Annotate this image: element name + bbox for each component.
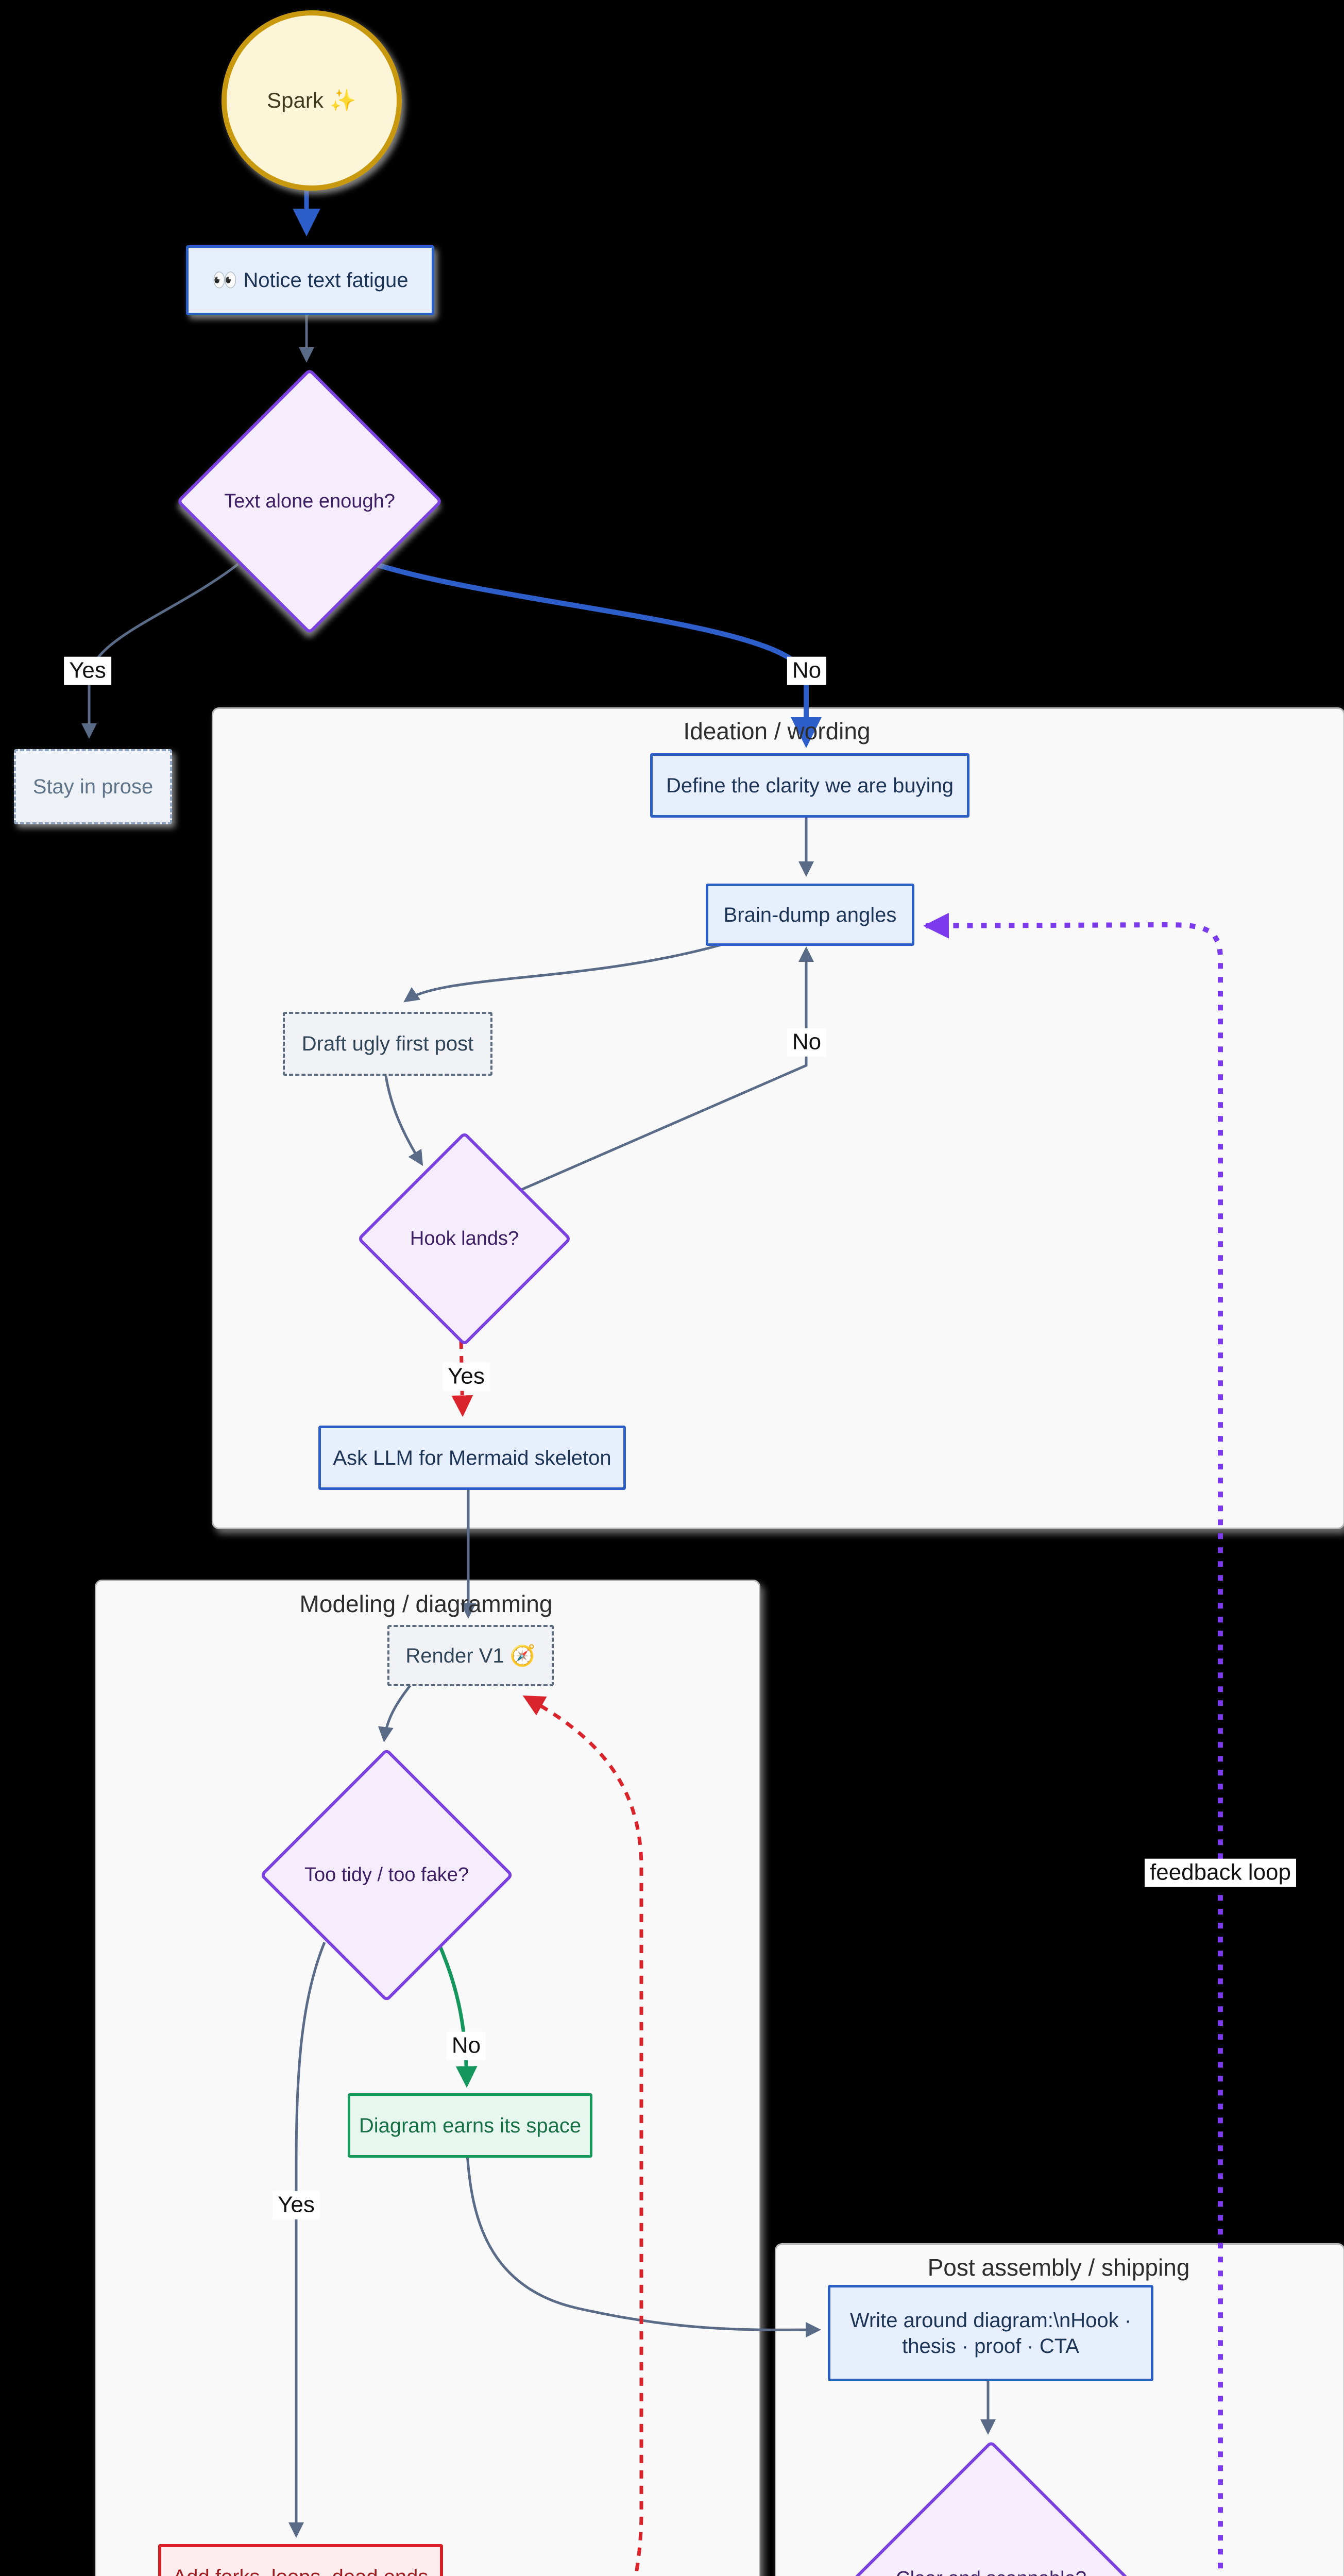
node-draft-ugly-first-post: Draft ugly first post <box>283 1012 492 1076</box>
subgraph-modeling-diagramming <box>95 1580 760 2576</box>
node-diagram-earns-label: Diagram earns its space <box>359 2114 582 2137</box>
edge-draft-ugly-to-hook-lands <box>384 1072 423 1166</box>
node-add-forks-loops: Add forks, loops, dead ends <box>158 2544 443 2576</box>
edge-text-alone-yes-to-stay-prose <box>81 563 239 739</box>
edge-hook-lands-no-to-brain-dump <box>520 946 814 1192</box>
edge-text-alone-no-to-define <box>374 562 822 748</box>
decision-hook-lands-label: Hook lands? <box>410 1228 519 1249</box>
node-ask-llm-label: Ask LLM for Mermaid skeleton <box>333 1446 611 1469</box>
node-notice-text-fatigue: 👀 Notice text fatigue <box>186 245 434 315</box>
subgraph-ideation-wording <box>212 707 1344 1529</box>
subgraph-title-post-assembly: Post assembly / shipping <box>927 2254 1190 2281</box>
decision-too-tidy-label: Too tidy / too fake? <box>304 1864 469 1886</box>
node-write-around-label: Write around diagram:\nHook · thesis · p… <box>849 2309 1132 2358</box>
node-spark: Spark ✨ <box>222 10 402 191</box>
node-notice-label: 👀 Notice text fatigue <box>212 269 409 292</box>
subgraph-title-modeling: Modeling / diagramming <box>299 1590 553 1617</box>
node-write-around-diagram: Write around diagram:\nHook · thesis · p… <box>828 2285 1153 2381</box>
node-brain-dump-angles: Brain-dump angles <box>706 884 914 946</box>
node-stay-in-prose: Stay in prose <box>14 749 172 824</box>
decision-text-alone-label: Text alone enough? <box>224 490 395 512</box>
edge-too-tidy-yes-to-add-forks <box>288 1942 326 2538</box>
subgraph-title-ideation: Ideation / wording <box>683 718 871 744</box>
edge-diagram-earns-to-write-around <box>466 2153 821 2338</box>
edge-label-yes-stay-prose: Yes <box>64 656 111 685</box>
edge-label-no-too-tidy: No <box>446 2031 486 2060</box>
edge-trim-to-render-v1 <box>522 1695 643 2576</box>
node-draft-ugly-label: Draft ugly first post <box>301 1032 474 1055</box>
node-define-clarity: Define the clarity we are buying <box>650 753 969 818</box>
decision-clear-scannable-label: Clear and scannable? <box>896 2484 1086 2576</box>
edge-label-feedback-loop: feedback loop <box>1145 1858 1296 1887</box>
edge-too-tidy-no-to-diagram-earns <box>436 1940 478 2088</box>
edge-label-no-to-ideation: No <box>787 656 827 685</box>
node-diagram-earns-space: Diagram earns its space <box>348 2093 592 2158</box>
node-render-v1: Render V1 🧭 <box>387 1625 554 1686</box>
node-stay-in-prose-label: Stay in prose <box>32 775 154 798</box>
node-render-v1-label: Render V1 🧭 <box>405 1644 536 1667</box>
node-ask-llm-skeleton: Ask LLM for Mermaid skeleton <box>318 1426 626 1490</box>
edge-brain-dump-to-draft-ugly <box>403 940 732 1003</box>
edge-label-yes-hook-lands: Yes <box>443 1362 490 1391</box>
edge-render-v1-to-too-tidy <box>378 1682 413 1742</box>
node-define-clarity-label: Define the clarity we are buying <box>666 774 954 797</box>
node-add-forks-label: Add forks, loops, dead ends <box>173 2564 429 2576</box>
edge-label-no-hook-retry: No <box>787 1028 827 1057</box>
edge-label-yes-too-tidy: Yes <box>273 2191 320 2219</box>
node-brain-dump-label: Brain-dump angles <box>723 903 897 926</box>
node-spark-label: Spark ✨ <box>267 88 356 112</box>
